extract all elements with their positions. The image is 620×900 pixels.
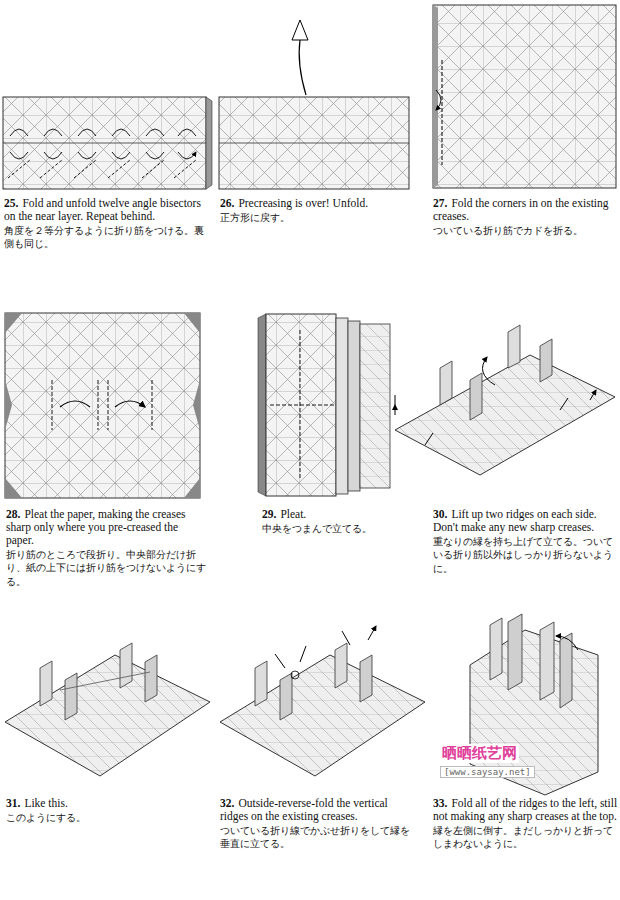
step-instruction: Fold all of the ridges to the left, stil…	[433, 797, 617, 822]
step-number: 29.	[262, 508, 276, 520]
step-text-block: 32.Outside-reverse-fold the vertical rid…	[220, 797, 410, 851]
step-number: 26.	[220, 197, 234, 209]
step-instruction-line: 26. Precreasing is over! Unfold.	[220, 197, 410, 210]
step-30-figure	[395, 325, 615, 475]
step-instruction-japanese: ついている折り線でかぶせ折りをして縁を垂直に立てる。	[220, 824, 410, 851]
step-instruction-line: 30.Lift up two ridges on each side. Don'…	[433, 508, 618, 534]
step-instruction-japanese: 重なりの縁を持ち上げて立てる。ついている折り筋以外はしっかり折らないように。	[433, 535, 618, 576]
step-number: 25.	[4, 197, 18, 209]
step-instruction-japanese: ついている折り筋でカドを折る。	[433, 224, 618, 238]
step-text-block: 31. Like this. このようにする。	[6, 797, 206, 824]
step-instruction: Pleat the paper, making the creases shar…	[6, 508, 186, 546]
step-instruction-japanese: 縁を左側に倒す。まだしっかりと折ってしまわないように。	[433, 824, 618, 851]
step-number: 32.	[220, 797, 234, 809]
step-instruction-line: 31. Like this.	[6, 797, 206, 810]
step-text-block: 29. Pleat. 中央をつまんで立てる。	[262, 508, 412, 535]
step-instruction: Precreasing is over! Unfold.	[238, 197, 368, 209]
step-text-block: 28.Pleat the paper, making the creases s…	[6, 508, 206, 588]
step-instruction: Outside-reverse-fold the vertical ridges…	[220, 797, 388, 822]
watermark: 晒晒纸艺网	[440, 744, 519, 763]
step-number: 28.	[6, 508, 20, 520]
step-27-figure	[433, 5, 616, 188]
watermark-url: [www.saysay.net]	[440, 766, 535, 778]
step-instruction: Like this.	[24, 797, 67, 809]
step-instruction-line: 28.Pleat the paper, making the creases s…	[6, 508, 206, 547]
step-instruction-line: 33.Fold all of the ridges to the left, s…	[433, 797, 618, 823]
step-instruction-japanese: 折り筋のところで段折り。中央部分だけ折り、紙の上下には折り筋をつけないようにする…	[6, 548, 206, 589]
step-number: 33.	[433, 797, 447, 809]
step-29-figure	[258, 314, 395, 496]
step-instruction: Lift up two ridges on each side. Don't m…	[433, 508, 597, 533]
step-instruction: Fold the corners in on the existing crea…	[433, 197, 609, 222]
step-number: 31.	[6, 797, 20, 809]
step-number: 30.	[433, 508, 447, 520]
step-text-block: 27.Fold the corners in on the existing c…	[433, 197, 618, 237]
step-instruction-japanese: このようにする。	[6, 811, 206, 825]
step-number: 27.	[433, 197, 447, 209]
step-26-figure	[219, 20, 409, 189]
step-instruction: Pleat.	[280, 508, 306, 520]
step-31-figure	[5, 643, 210, 776]
step-instruction-japanese: 角度を２等分するように折り筋をつける。裏側も同じ。	[4, 224, 204, 251]
step-text-block: 33.Fold all of the ridges to the left, s…	[433, 797, 618, 851]
step-32-figure	[220, 626, 425, 776]
step-instruction: Fold and unfold twelve angle bisectors o…	[4, 197, 201, 222]
step-instruction-line: 27.Fold the corners in on the existing c…	[433, 197, 618, 223]
step-instruction-line: 25.Fold and unfold twelve angle bisector…	[4, 197, 204, 223]
step-text-block: 30.Lift up two ridges on each side. Don'…	[433, 508, 618, 575]
step-28-figure	[5, 313, 200, 498]
step-text-block: 26. Precreasing is over! Unfold. 正方形に戻す。	[220, 197, 410, 224]
step-instruction-line: 29. Pleat.	[262, 508, 412, 521]
step-instruction-line: 32.Outside-reverse-fold the vertical rid…	[220, 797, 410, 823]
step-instruction-japanese: 中央をつまんで立てる。	[262, 522, 412, 536]
step-instruction-japanese: 正方形に戻す。	[220, 211, 410, 225]
step-text-block: 25.Fold and unfold twelve angle bisector…	[4, 197, 204, 251]
step-25-figure	[3, 97, 212, 189]
